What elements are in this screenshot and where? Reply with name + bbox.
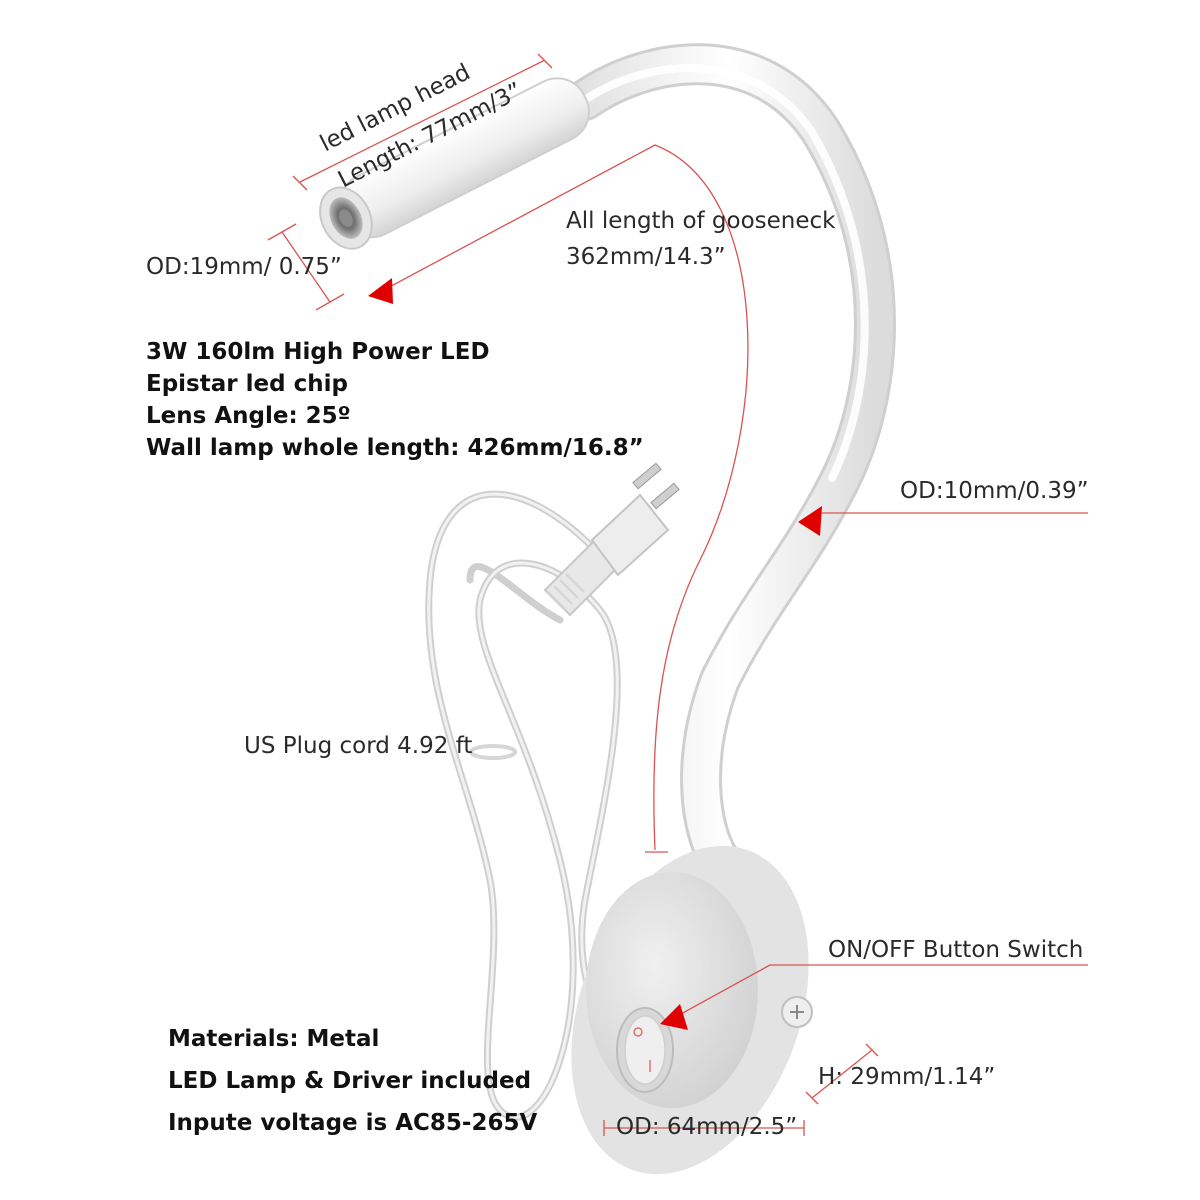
materials-list: Materials: Metal LED Lamp & Driver inclu… [168,1018,537,1144]
gooseneck-length-label: 362mm/14.3” [566,244,726,270]
spec-lens-angle: Lens Angle: 25º [146,403,351,429]
neck-od-label: OD:10mm/0.39” [900,478,1089,504]
wall-base [571,845,813,1175]
spec-whole-length: Wall lamp whole length: 426mm/16.8” [146,435,644,461]
base-od-label: OD: 64mm/2.5” [616,1114,798,1140]
spec-power: 3W 160lm High Power LED [146,339,490,365]
on-off-switch-icon [616,1007,674,1093]
head-od-label: OD:19mm/ 0.75” [146,254,342,280]
pointer-arrows [368,278,822,1030]
gooseneck-title-label: All length of gooseneck [566,208,836,234]
power-cord [425,490,654,1121]
cord-length-label: US Plug cord 4.92 ft [244,733,473,759]
material-driver: LED Lamp & Driver included [168,1068,532,1094]
us-plug-icon [543,462,680,617]
spec-chip: Epistar led chip [146,371,348,397]
material-voltage: Inpute voltage is AC85-265V [168,1110,538,1136]
gooseneck-arm [564,43,896,881]
dimension-lines [267,53,1088,1136]
material-metal: Materials: Metal [168,1026,380,1052]
spec-list: 3W 160lm High Power LED Epistar led chip… [146,336,644,464]
switch-label: ON/OFF Button Switch [828,937,1084,963]
base-height-label: H: 29mm/1.14” [818,1064,996,1090]
led-lamp-head [319,77,590,250]
